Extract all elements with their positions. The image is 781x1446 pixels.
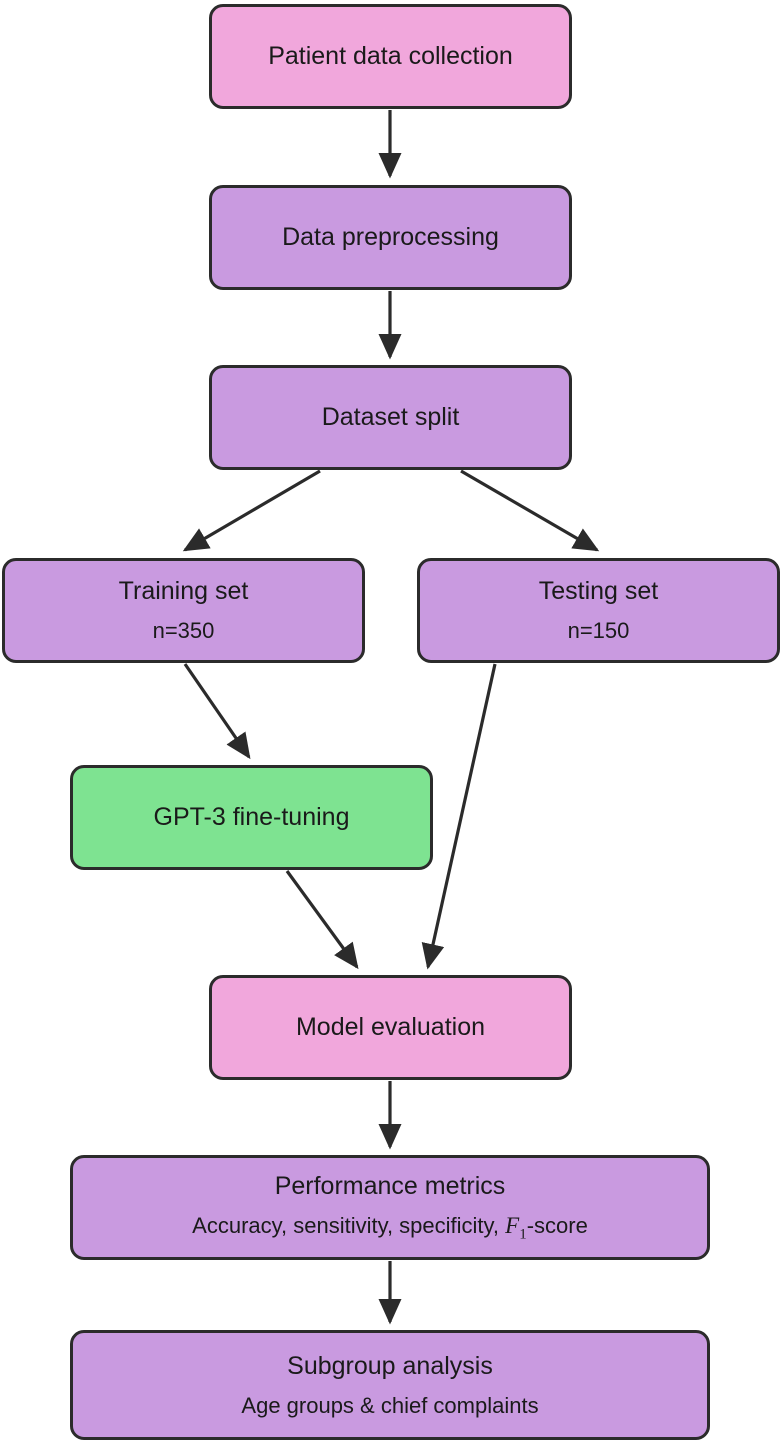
node-title: Data preprocessing <box>282 223 499 252</box>
node-performance-metrics[interactable]: Performance metrics Accuracy, sensitivit… <box>70 1155 710 1260</box>
node-patient-data-collection[interactable]: Patient data collection <box>209 4 572 109</box>
edge-split-to-testing <box>460 469 600 552</box>
edge-testing-to-evaluation <box>421 663 497 970</box>
node-model-evaluation[interactable]: Model evaluation <box>209 975 572 1080</box>
node-dataset-split[interactable]: Dataset split <box>209 365 572 470</box>
edge-finetuning-to-evaluation <box>285 870 359 970</box>
node-title: Subgroup analysis <box>287 1351 493 1380</box>
node-subtitle: n=350 <box>152 618 215 644</box>
node-title: Performance metrics <box>274 1171 506 1200</box>
node-title: Testing set <box>538 577 659 606</box>
node-title: Model evaluation <box>295 1013 485 1042</box>
node-training-set[interactable]: Training set n=350 <box>2 558 365 663</box>
metrics-suffix: -score <box>526 1212 588 1238</box>
node-subgroup-analysis[interactable]: Subgroup analysis Age groups & chief com… <box>70 1330 710 1440</box>
node-subtitle: Accuracy, sensitivity, specificity, F1-s… <box>192 1213 588 1244</box>
node-title: GPT-3 fine-tuning <box>153 803 350 832</box>
metrics-prefix: Accuracy, sensitivity, specificity, <box>192 1212 506 1238</box>
edge-split-to-training <box>182 469 321 552</box>
node-title: Training set <box>118 577 249 606</box>
node-title: Dataset split <box>321 403 460 432</box>
node-subtitle: Age groups & chief complaints <box>241 1392 539 1418</box>
f-letter: F <box>505 1212 520 1238</box>
node-testing-set[interactable]: Testing set n=150 <box>417 558 780 663</box>
node-data-preprocessing[interactable]: Data preprocessing <box>209 185 572 290</box>
node-gpt3-fine-tuning[interactable]: GPT-3 fine-tuning <box>70 765 433 870</box>
node-title: Patient data collection <box>268 42 513 71</box>
node-subtitle: n=150 <box>567 618 630 644</box>
f-subscript: 1 <box>519 1225 527 1242</box>
edge-training-to-finetuning <box>183 663 251 760</box>
